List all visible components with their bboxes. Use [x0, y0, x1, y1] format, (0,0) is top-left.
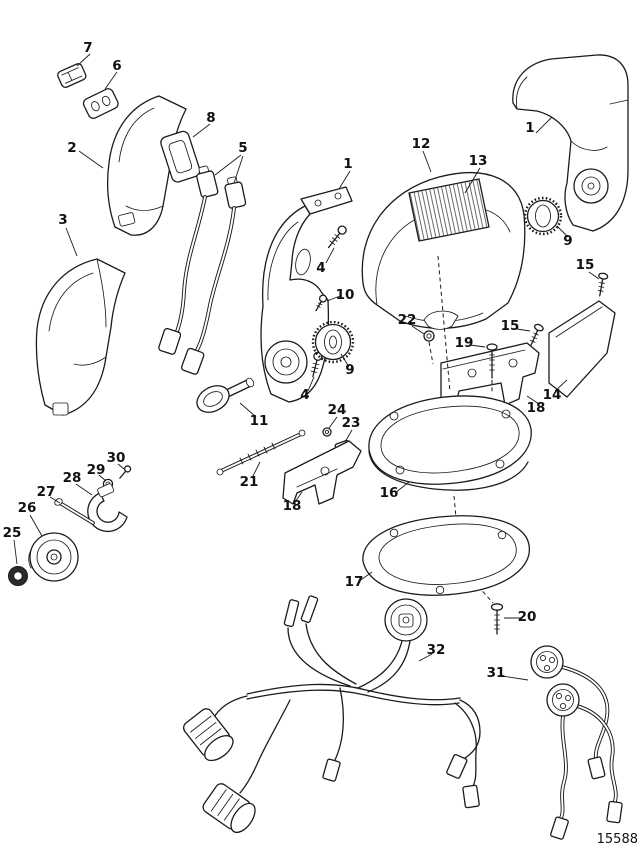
part-21-rod — [216, 429, 306, 476]
part-15-screw-upper — [597, 272, 609, 297]
callout-32: 32 — [427, 642, 446, 658]
callout-13: 13 — [469, 153, 488, 169]
part-17-gasket — [362, 515, 530, 596]
callout-6: 6 — [112, 58, 121, 74]
part-3-cover — [35, 258, 126, 416]
leader-lines — [13, 53, 600, 681]
part-14-plate — [548, 300, 616, 398]
part-5-cable-b — [180, 176, 247, 375]
callout-1-right: 1 — [525, 120, 534, 136]
callout-28: 28 — [63, 470, 82, 486]
callout-3: 3 — [58, 212, 67, 228]
callout-25: 25 — [3, 525, 22, 541]
part-24-nut — [322, 427, 332, 437]
part-16-tray — [368, 395, 532, 491]
callout-16: 16 — [380, 485, 399, 501]
part-19-screw — [486, 343, 498, 379]
callout-4-lower: 4 — [300, 387, 309, 403]
callout-17: 17 — [345, 574, 364, 590]
callout-7: 7 — [83, 40, 92, 56]
callout-31: 31 — [487, 665, 506, 681]
part-18-bracket-left — [282, 440, 362, 505]
callout-23: 23 — [342, 415, 361, 431]
part-1-housing-center — [260, 186, 353, 403]
callout-26: 26 — [18, 500, 37, 516]
callout-11: 11 — [250, 413, 269, 429]
part-32-harness — [183, 595, 481, 834]
callout-27: 27 — [37, 484, 56, 500]
callout-8: 8 — [206, 110, 215, 126]
part-8-bezel — [160, 130, 201, 183]
part-13-pad — [408, 178, 490, 242]
part-12-top-cover — [361, 172, 526, 330]
callout-10: 10 — [336, 287, 355, 303]
callout-18-left: 18 — [283, 498, 302, 514]
part-9-knob-right — [523, 196, 563, 236]
callout-14: 14 — [543, 387, 562, 403]
callout-labels: 7 6 2 8 5 3 1 12 13 1 9 15 4 10 22 15 19… — [3, 40, 595, 681]
part-27-pin — [54, 498, 95, 525]
callout-19: 19 — [455, 335, 474, 351]
part-31-cables — [530, 645, 623, 840]
callout-22: 22 — [398, 312, 417, 328]
part-22-nut — [423, 330, 435, 342]
part-5-cable-a — [158, 165, 219, 355]
part-30-screw — [119, 465, 132, 479]
part-7-clip — [57, 63, 87, 88]
callout-1-center: 1 — [343, 156, 352, 172]
part-20-screw — [490, 603, 504, 635]
callout-9-right: 9 — [563, 233, 572, 249]
figure-number: 15588 — [597, 832, 638, 847]
callout-24: 24 — [328, 402, 347, 418]
part-6-clip — [82, 88, 119, 119]
callout-29: 29 — [87, 462, 106, 478]
part-10-screw — [315, 294, 328, 312]
callout-18-right: 18 — [527, 400, 546, 416]
part-11-plug — [196, 377, 255, 413]
part-28-bracket — [87, 483, 128, 533]
part-26-drum — [28, 532, 79, 582]
callout-2: 2 — [67, 140, 76, 156]
part-15-screw-lower — [530, 323, 544, 346]
callout-21: 21 — [240, 474, 259, 490]
callout-15-upper: 15 — [576, 257, 595, 273]
callout-4-upper: 4 — [316, 260, 325, 276]
part-25-grommet — [8, 566, 28, 586]
callout-15-lower: 15 — [501, 318, 520, 334]
callout-12: 12 — [412, 136, 431, 152]
callout-5: 5 — [238, 140, 247, 156]
callout-20: 20 — [518, 609, 537, 625]
callout-30: 30 — [107, 450, 126, 466]
callout-9-center: 9 — [345, 362, 354, 378]
part-4-screw-upper — [327, 225, 347, 249]
part-1-assembly-right — [512, 54, 629, 232]
part-9-knob-center — [311, 320, 355, 364]
